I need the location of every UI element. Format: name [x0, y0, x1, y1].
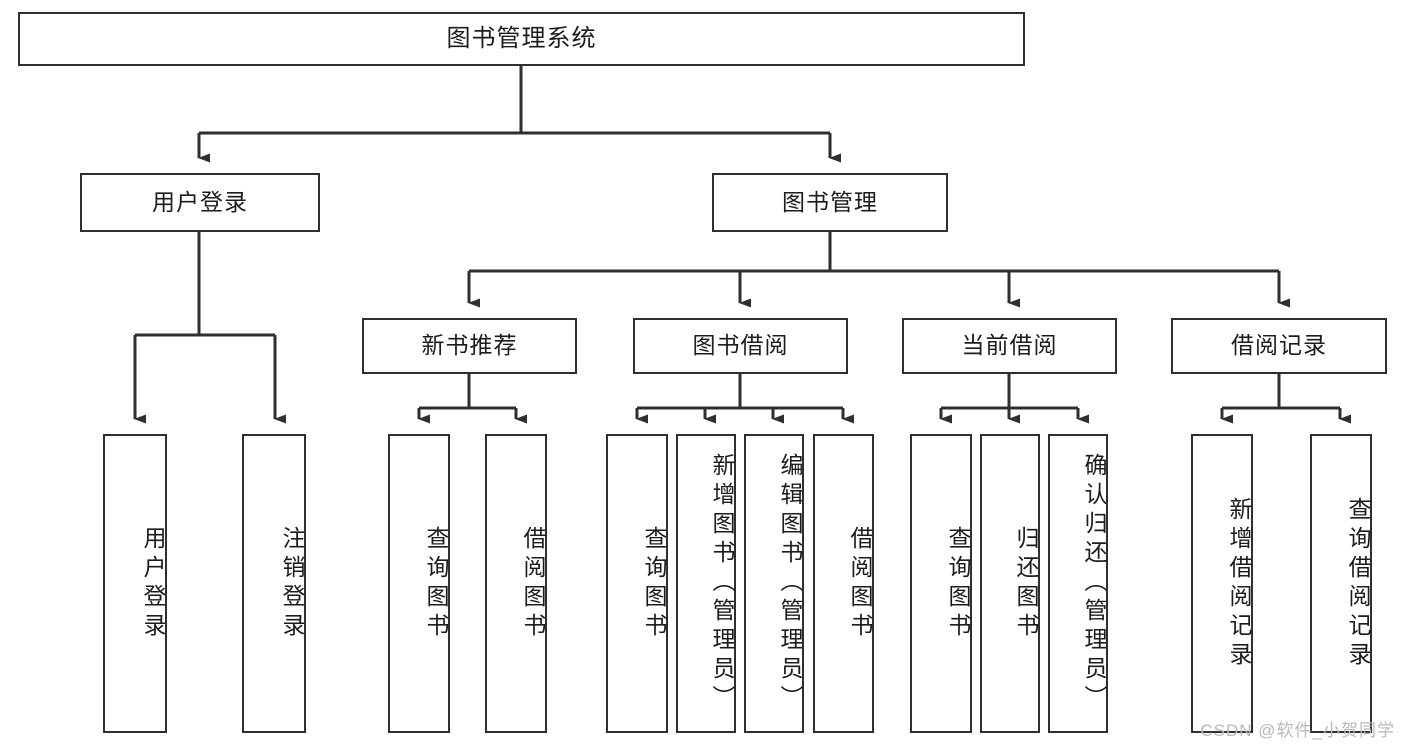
node-label: 查询图书	[945, 525, 971, 642]
leaf-confirm-return-admin[interactable]: 确认归还（管理员）	[1048, 434, 1108, 733]
node-label: 确认归还（管理员）	[1081, 453, 1107, 714]
node-label: 查询图书	[423, 525, 449, 642]
node-label: 借阅记录	[1231, 332, 1327, 359]
leaf-query-book-current[interactable]: 查询图书	[910, 434, 972, 733]
node-label: 借阅图书	[520, 525, 546, 642]
leaf-logout[interactable]: 注销登录	[242, 434, 306, 733]
node-root-library-system[interactable]: 图书管理系统	[18, 12, 1025, 66]
node-label: 图书管理	[782, 188, 878, 215]
node-label: 用户登录	[140, 525, 166, 642]
leaf-user-login[interactable]: 用户登录	[103, 434, 167, 733]
leaf-borrow-book[interactable]: 借阅图书	[813, 434, 874, 733]
node-borrow-records[interactable]: 借阅记录	[1171, 318, 1387, 374]
node-label: 编辑图书（管理员）	[777, 453, 803, 714]
leaf-query-book-recommend[interactable]: 查询图书	[388, 434, 450, 733]
leaf-query-book-borrow[interactable]: 查询图书	[606, 434, 668, 733]
leaf-add-book-admin[interactable]: 新增图书（管理员）	[676, 434, 736, 733]
node-label: 归还图书	[1013, 525, 1039, 642]
node-current-borrow[interactable]: 当前借阅	[902, 318, 1117, 374]
node-label: 查询图书	[641, 525, 667, 642]
leaf-return-book[interactable]: 归还图书	[980, 434, 1040, 733]
leaf-add-borrow-record[interactable]: 新增借阅记录	[1191, 434, 1253, 733]
node-label: 注销登录	[279, 525, 305, 642]
leaf-borrow-book-recommend[interactable]: 借阅图书	[485, 434, 547, 733]
node-new-book-recommend[interactable]: 新书推荐	[362, 318, 577, 374]
node-label: 图书借阅	[692, 332, 789, 359]
leaf-edit-book-admin[interactable]: 编辑图书（管理员）	[744, 434, 804, 733]
watermark-csdn: CSDN @软件_小贺同学	[1200, 721, 1395, 740]
node-label: 借阅图书	[847, 525, 873, 642]
node-book-management[interactable]: 图书管理	[712, 173, 948, 232]
node-label: 新增借阅记录	[1226, 496, 1252, 671]
node-label: 查询借阅记录	[1345, 496, 1371, 671]
leaf-query-borrow-record[interactable]: 查询借阅记录	[1310, 434, 1372, 733]
node-label: 当前借阅	[961, 332, 1058, 359]
node-user-login[interactable]: 用户登录	[80, 173, 320, 232]
node-label: 新增图书（管理员）	[709, 453, 735, 714]
node-label: 图书管理系统	[446, 24, 597, 52]
node-book-borrow[interactable]: 图书借阅	[633, 318, 848, 374]
node-label: 新书推荐	[421, 332, 518, 359]
node-label: 用户登录	[152, 188, 248, 215]
